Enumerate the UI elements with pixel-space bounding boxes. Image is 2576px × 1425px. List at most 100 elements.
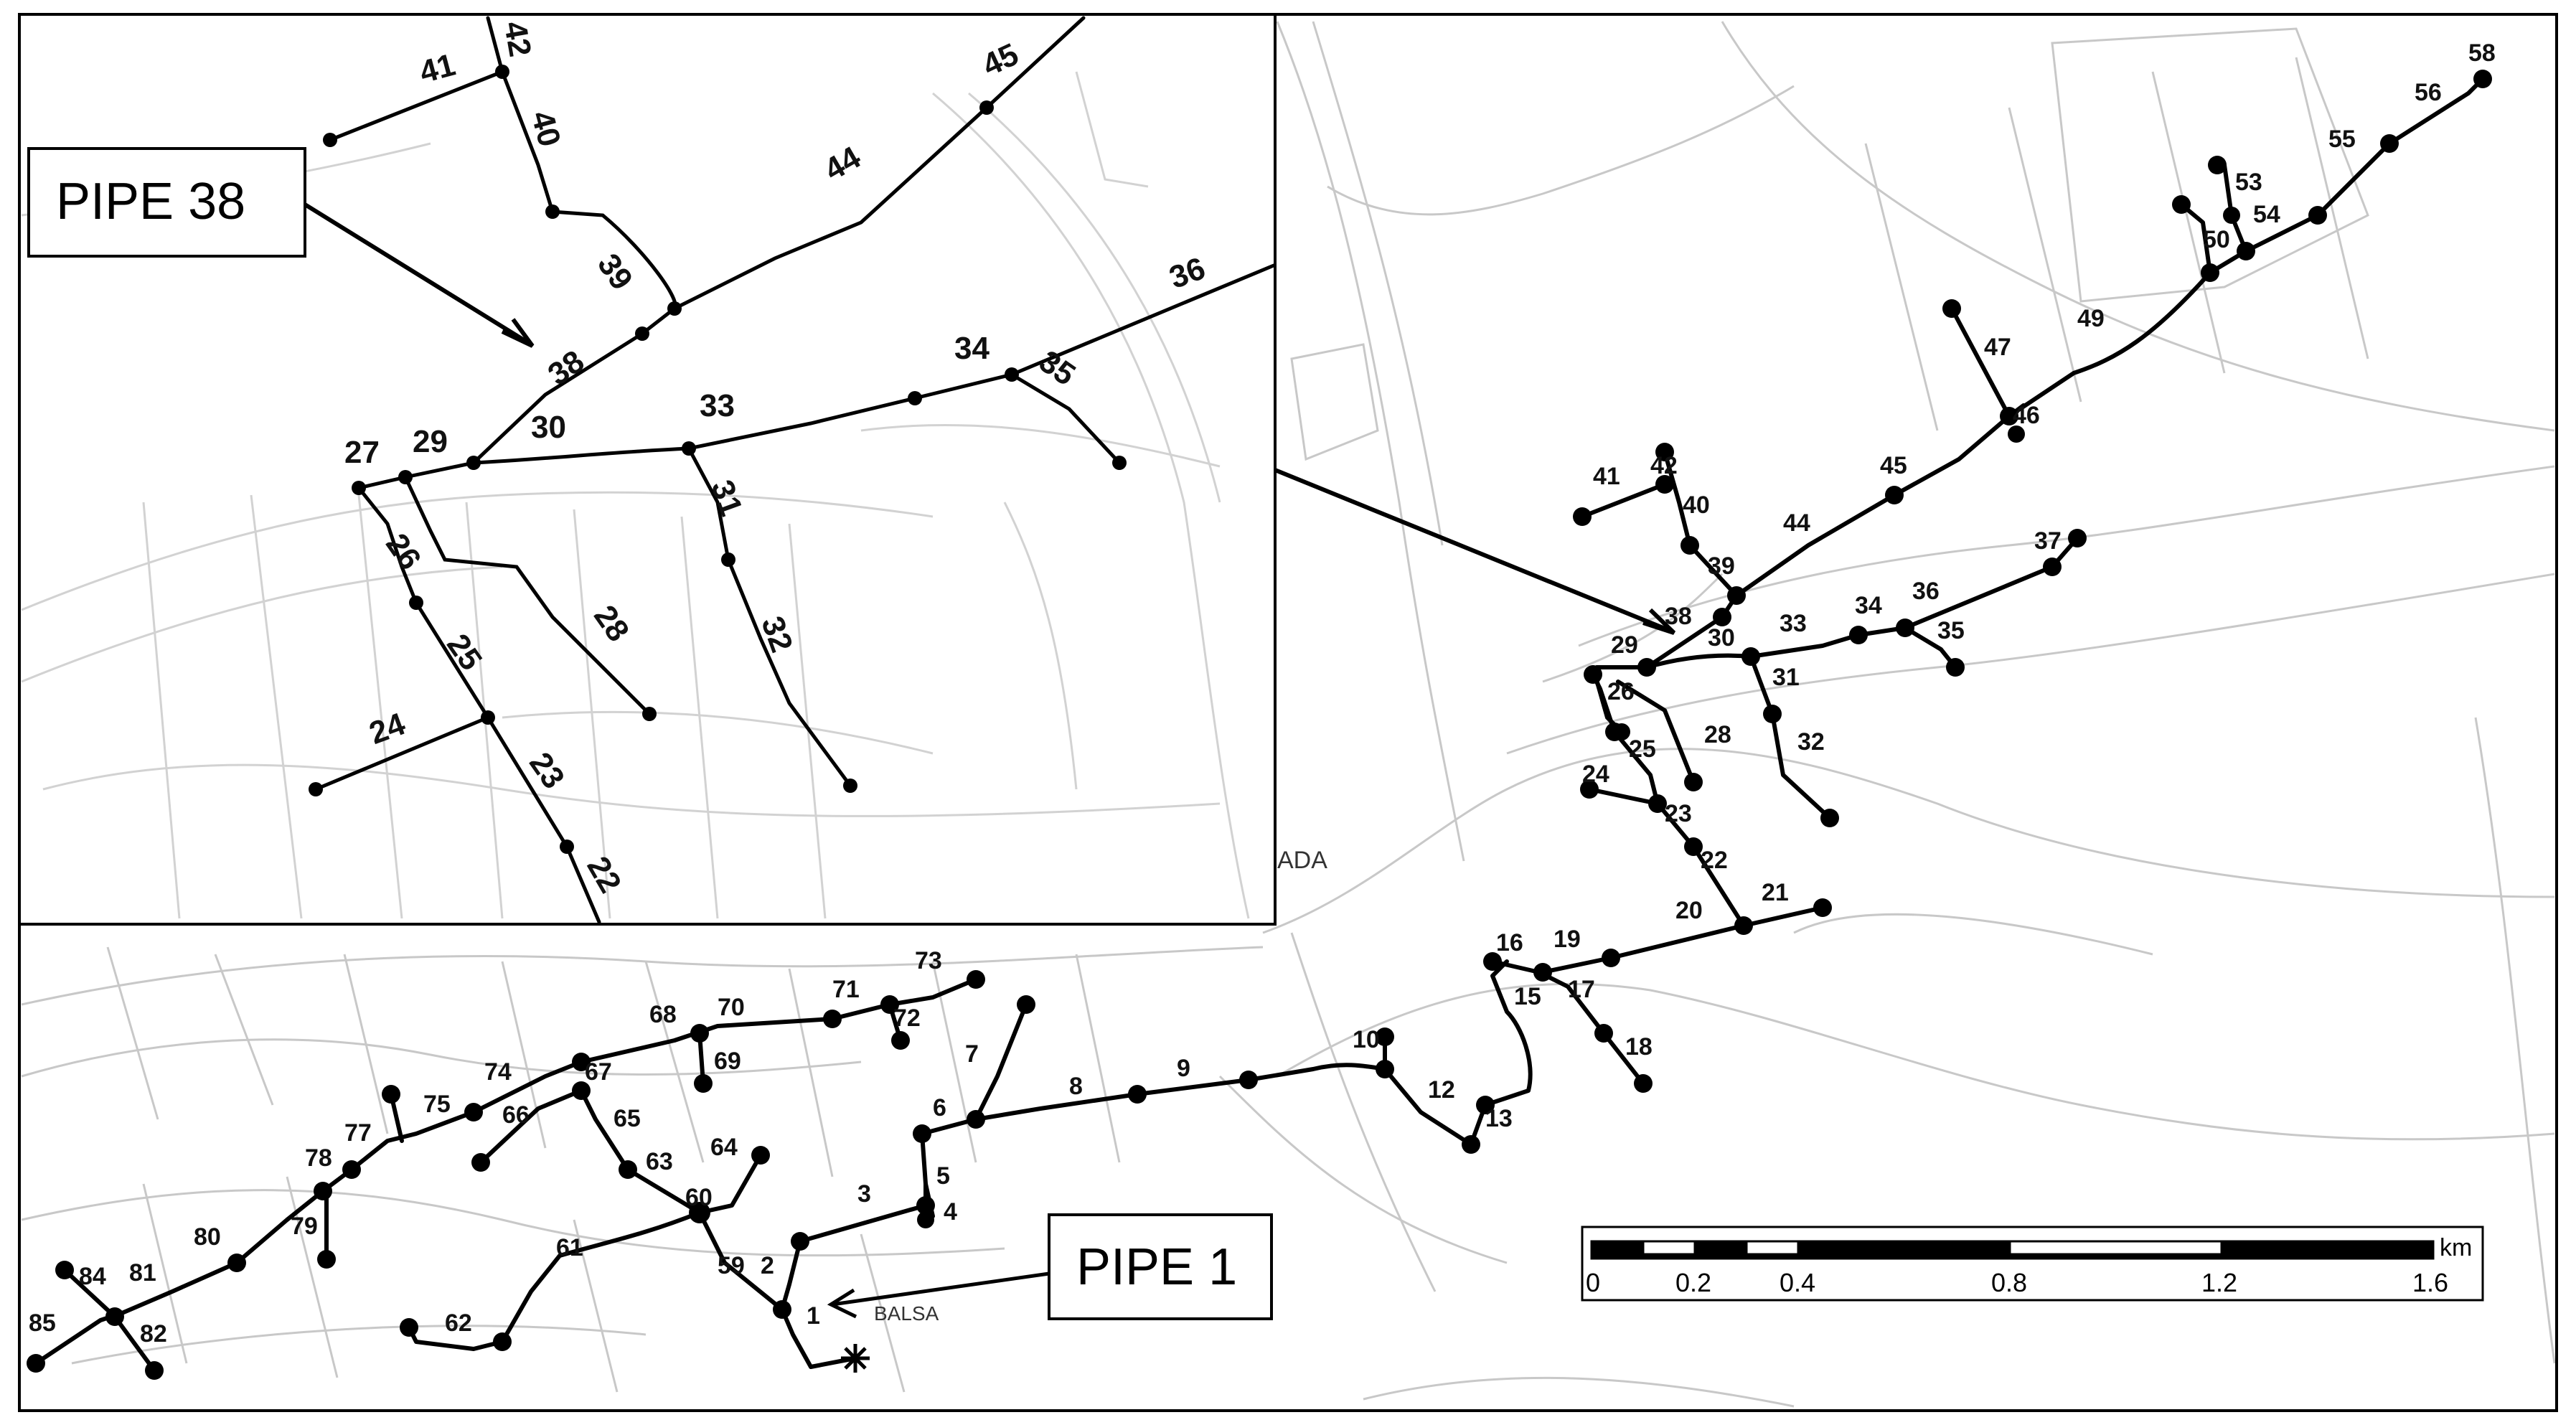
pipe-label: 45 (1880, 452, 1907, 479)
callout-pipe38: PIPE 38 (27, 147, 306, 258)
pipe-label: 20 (1675, 897, 1703, 924)
pipe-label: 35 (1937, 617, 1965, 644)
pipe-label: 81 (129, 1259, 156, 1287)
map-frame (18, 13, 2558, 1412)
pipe-label: 9 (1177, 1055, 1190, 1082)
pipe-label: 42 (1650, 452, 1678, 479)
place-label-ada: ADA (1277, 847, 1327, 874)
arrow-pipe1 (827, 1271, 1050, 1319)
pipe-label: 17 (1568, 976, 1595, 1003)
inset-zoom-panel: 22 23 24 25 26 27 28 29 30 31 32 33 34 3… (18, 13, 1277, 926)
pipe-label: 42 (497, 19, 538, 60)
place-label-balsa: BALSA (874, 1302, 939, 1325)
pipe-label: 72 (893, 1005, 921, 1032)
callout-pipe38-label: PIPE 38 (56, 173, 245, 230)
pipe-label: 7 (965, 1040, 979, 1068)
pipe-label: 1 (807, 1302, 820, 1330)
basemap-parcels (21, 21, 2556, 1408)
pipe-label: 80 (194, 1223, 221, 1251)
pipe-label: 34 (954, 331, 989, 366)
pipe-label: 33 (700, 388, 735, 423)
pipe-label: 3 (857, 1180, 871, 1208)
pipe-label: 65 (614, 1105, 641, 1132)
pipe-label: 71 (832, 976, 860, 1003)
pipe-label: 62 (445, 1309, 472, 1337)
inset-nodes (309, 65, 1127, 854)
pipe-label: 54 (2253, 201, 2280, 228)
pipe-label: 78 (305, 1144, 332, 1172)
pipe-label: 31 (1772, 664, 1800, 691)
pipe-label: 59 (718, 1252, 745, 1279)
scale-tick-label: 1.6 (2412, 1268, 2448, 1297)
pipe-label: 36 (1912, 578, 1940, 605)
pipe-label: 67 (585, 1058, 612, 1086)
arrow-inset-to-pipe38 (1274, 468, 1676, 635)
pipe-label: 23 (1665, 800, 1692, 827)
pipe-label: 26 (1607, 678, 1635, 705)
pipe-label: 56 (2415, 79, 2442, 106)
pipe-label: 13 (1485, 1105, 1513, 1132)
scale-tick-label: 1.2 (2201, 1268, 2237, 1297)
main-pipe-labels: 1 2 3 4 5 6 7 8 9 10 12 13 15 16 17 18 1… (29, 39, 2496, 1348)
pipe-label: 33 (1780, 610, 1807, 637)
pipe-label: 25 (1629, 735, 1656, 763)
callout-pipe1: PIPE 1 (1048, 1213, 1273, 1320)
pipe-label: 64 (710, 1134, 738, 1161)
scale-bar: km 0 0.2 0.4 0.8 1.2 1.6 (1581, 1226, 2484, 1302)
pipe-label: 41 (1593, 463, 1620, 490)
pipe-label: 8 (1069, 1073, 1083, 1100)
pipe-label: 18 (1625, 1033, 1653, 1060)
pipe-label: 29 (1611, 631, 1638, 659)
pipe-label: 70 (718, 994, 745, 1021)
pipe-label: 37 (2034, 527, 2062, 555)
scale-tick-label: 0.4 (1780, 1268, 1815, 1297)
pipe-label: 28 (1704, 721, 1731, 748)
pipe-label: 77 (344, 1119, 372, 1147)
scale-tick-label: 0.8 (1991, 1268, 2027, 1297)
pipe-label: 75 (423, 1091, 451, 1118)
pipe-label: 12 (1428, 1076, 1455, 1104)
pipe-label: 46 (2013, 402, 2040, 429)
pipe-label: 66 (502, 1101, 530, 1129)
pipe-label: 53 (2235, 169, 2262, 196)
pipe-label: 49 (2077, 305, 2105, 332)
pipe-label: 82 (140, 1320, 167, 1348)
source-star-icon (841, 1344, 870, 1373)
pipe-label: 69 (714, 1048, 741, 1075)
pipe-label: 84 (79, 1263, 106, 1290)
pipe-label: 32 (1797, 728, 1825, 756)
pipe-label: 16 (1496, 929, 1523, 956)
pipe-label: 55 (2328, 126, 2356, 153)
pipe-label: 27 (344, 435, 380, 470)
pipe-label: 60 (685, 1184, 713, 1211)
scale-tick-label: 0 (1586, 1268, 1600, 1297)
pipe-label: 10 (1353, 1026, 1380, 1053)
pipe-label: 6 (933, 1094, 946, 1121)
scale-tick-label: 0.2 (1675, 1268, 1711, 1297)
pipe-label: 29 (413, 424, 448, 459)
pipe-label: 34 (1855, 592, 1882, 619)
pipe-label: 39 (1708, 552, 1735, 580)
pipe-label: 47 (1984, 334, 2011, 361)
pipe-label: 30 (531, 410, 566, 445)
pipe-label: 63 (646, 1148, 673, 1175)
pipe-label: 4 (944, 1198, 957, 1226)
pipe-label: 85 (29, 1309, 56, 1337)
scale-unit: km (2440, 1234, 2472, 1261)
pipe-label: 15 (1514, 983, 1541, 1010)
pipe-label: 74 (484, 1058, 512, 1086)
pipe-label: 58 (2468, 39, 2496, 67)
main-network-nodes (27, 70, 2492, 1380)
pipe-label: 19 (1553, 926, 1581, 953)
pipe-label: 68 (649, 1001, 677, 1028)
pipe-label: 73 (915, 947, 942, 974)
inset-basemap (21, 71, 1250, 919)
pipe-label: 50 (2203, 226, 2230, 253)
pipe-label: 44 (1783, 509, 1810, 537)
pipe-label: 40 (1683, 492, 1710, 519)
pipe-label: 30 (1708, 624, 1735, 652)
pipe-label: 2 (761, 1252, 774, 1279)
pipe-label: 24 (1582, 761, 1609, 788)
pipe-label: 21 (1762, 879, 1789, 906)
